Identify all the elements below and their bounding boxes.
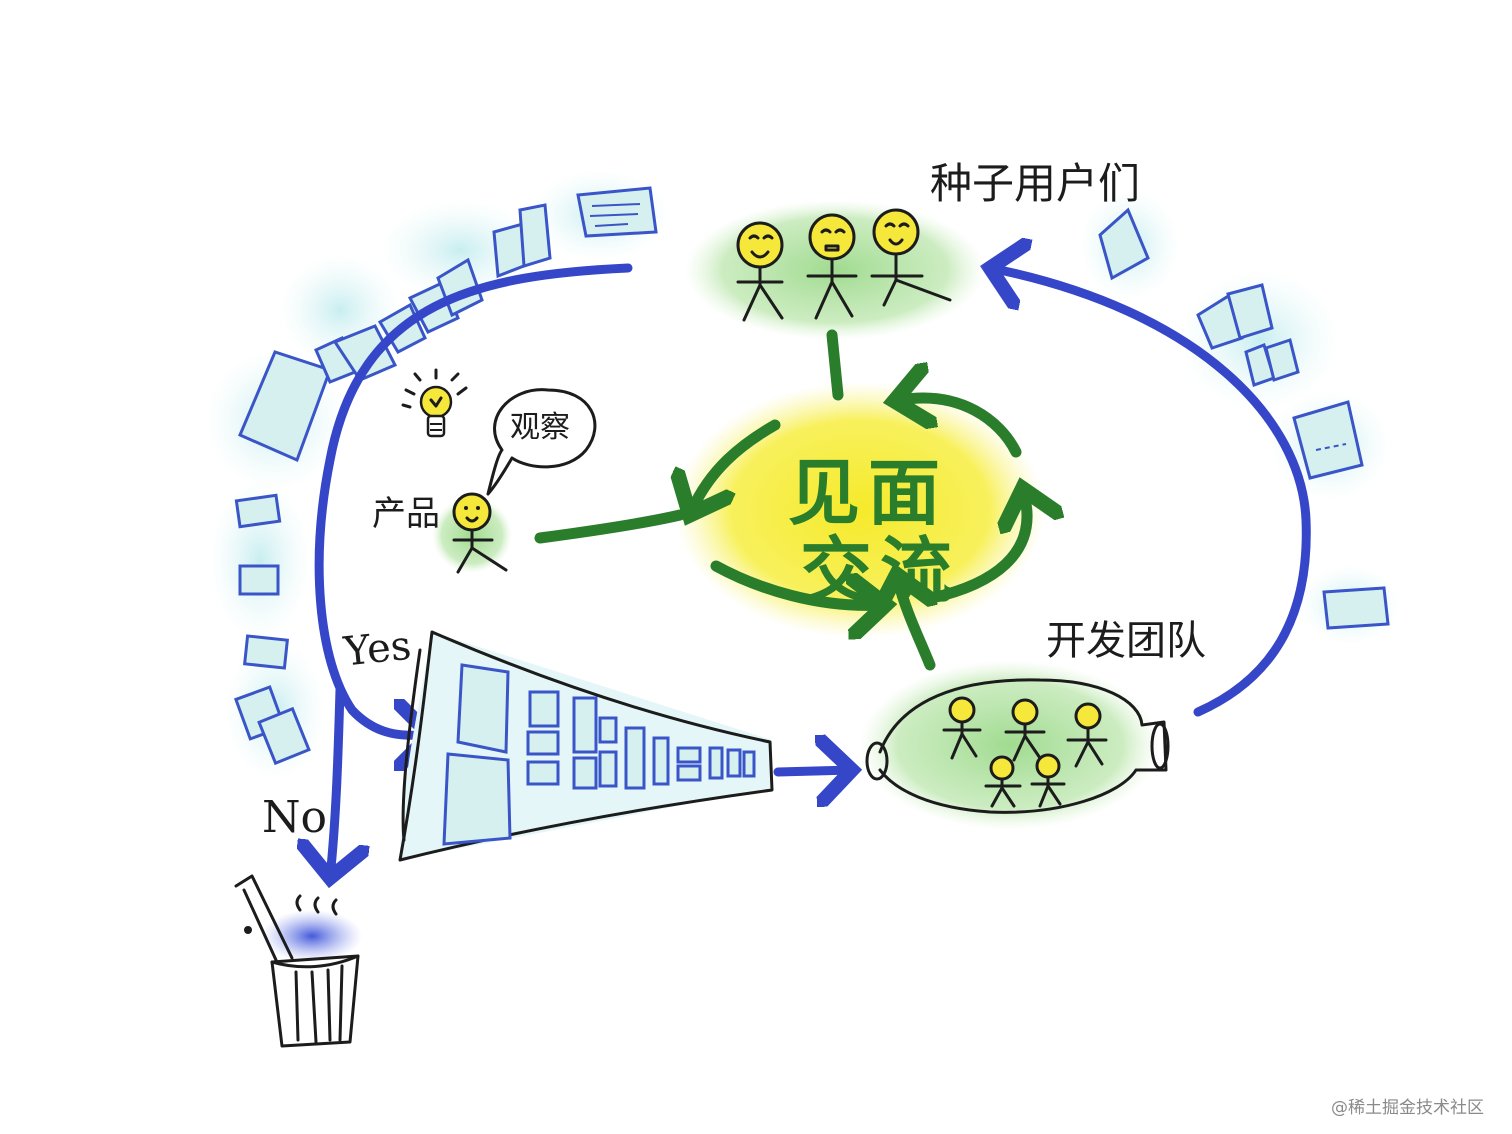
funnel-icon [398,630,774,862]
communication-arrows [534,329,1027,671]
lightbulb-icon [401,368,468,438]
flow-arrow-left-loop [319,263,633,878]
no-label: No [262,792,327,843]
card-arch-left [205,170,670,780]
seed-users-label: 种子用户们 [930,159,1141,208]
hose-pipe-icon [860,660,1170,830]
meeting-glow [675,382,1045,638]
flow-arrow-funnel-to-team [773,770,852,772]
speech-bubble [486,388,597,496]
seed-users-group [685,200,985,340]
watermark: @稀土掘金技术社区 [1331,1098,1484,1118]
observe-label: 观察 [510,410,570,445]
dev-team-members [942,696,1108,808]
product-person [432,492,512,574]
dev-team-label: 开发团队 [1046,618,1206,664]
yes-label: Yes [341,622,414,676]
meeting-label-line2: 交流 [800,528,961,613]
meeting-label-line1: 见面 [788,450,949,535]
flow-arrow-right-loop [990,268,1311,717]
card-arch-right [1080,190,1400,645]
trash-bin-icon [234,874,362,1048]
product-label: 产品 [372,494,440,534]
